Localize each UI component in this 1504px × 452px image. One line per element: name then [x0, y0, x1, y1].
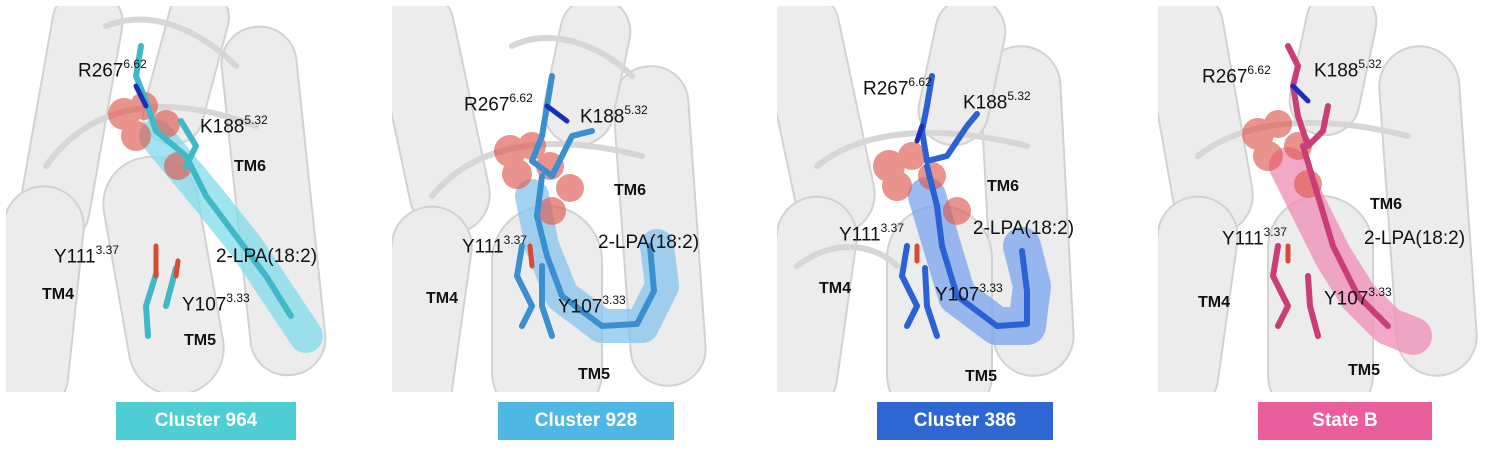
badge-cluster-928: Cluster 928 — [498, 402, 674, 440]
label-k188: K1885.32 — [580, 103, 648, 128]
label-y111: Y1113.37 — [839, 221, 904, 246]
structure-view — [6, 6, 352, 392]
label-r267: R2676.62 — [1202, 63, 1271, 88]
label-tm6: TM6 — [1370, 196, 1402, 213]
phosphate-spheres — [494, 132, 584, 225]
badge-cluster-386: Cluster 386 — [877, 402, 1053, 440]
protein-structure-image — [6, 6, 327, 392]
label-k188: K1885.32 — [200, 113, 268, 138]
label-y107: Y1073.33 — [558, 293, 626, 318]
panel-cluster-964: R2676.62 K1885.32 TM6 Y1113.37 2-LPA(18:… — [6, 0, 352, 452]
label-r267: R2676.62 — [464, 91, 533, 116]
oxygen-sticks — [153, 243, 181, 279]
helix-cartoon — [777, 6, 1075, 392]
label-tm4: TM4 — [819, 280, 851, 297]
ligand-sticks — [899, 73, 1030, 339]
label-tm5: TM5 — [1348, 362, 1380, 379]
panel-state-b: R2676.62 K1885.32 TM6 Y1113.37 2-LPA(18:… — [1158, 0, 1504, 452]
nitrogen-sticks — [133, 83, 149, 109]
structure-view — [1158, 6, 1504, 392]
oxygen-sticks — [527, 243, 535, 269]
helix-cartoon — [6, 6, 327, 392]
protein-structure-image — [777, 6, 1075, 392]
loop-cartoon — [794, 129, 1030, 269]
ligand-sticks — [1270, 43, 1391, 339]
badge-state-b: State B — [1258, 402, 1432, 440]
label-tm6: TM6 — [987, 178, 1019, 195]
nitrogen-sticks — [544, 103, 570, 124]
nitrogen-sticks — [914, 123, 925, 144]
protein-structure-image — [392, 6, 707, 392]
label-tm6: TM6 — [234, 158, 266, 175]
structure-view — [392, 6, 738, 392]
label-y107: Y1073.33 — [935, 281, 1003, 306]
label-y107: Y1073.33 — [1324, 285, 1392, 310]
label-tm6: TM6 — [614, 182, 646, 199]
label-y111: Y1113.37 — [462, 233, 527, 258]
label-r267: R2676.62 — [78, 57, 147, 82]
phosphate-spheres — [873, 142, 971, 225]
helix-cartoon — [1158, 6, 1478, 392]
label-tm4: TM4 — [426, 290, 458, 307]
label-ligand: 2-LPA(18:2) — [216, 246, 318, 267]
badge-cluster-964: Cluster 964 — [116, 402, 296, 440]
nitrogen-sticks — [1290, 83, 1311, 104]
label-tm5: TM5 — [965, 368, 997, 385]
label-ligand: 2-LPA(18:2) — [1364, 228, 1466, 249]
label-tm4: TM4 — [42, 286, 74, 303]
panel-cluster-928: R2676.62 K1885.32 TM6 2-LPA(18:2) Y1113.… — [392, 0, 738, 452]
label-tm4: TM4 — [1198, 294, 1230, 311]
label-ligand: 2-LPA(18:2) — [973, 218, 1075, 239]
label-k188: K1885.32 — [1314, 57, 1382, 82]
label-tm5: TM5 — [578, 366, 610, 383]
label-tm5: TM5 — [184, 332, 216, 349]
label-y107: Y1073.33 — [182, 291, 250, 316]
panel-cluster-386: R2676.62 K1885.32 TM6 2-LPA(18:2) Y1113.… — [777, 0, 1123, 452]
structure-view — [777, 6, 1123, 392]
label-k188: K1885.32 — [963, 89, 1031, 114]
label-y111: Y1113.37 — [1222, 225, 1287, 250]
protein-structure-image — [1158, 6, 1478, 392]
label-y111: Y1113.37 — [54, 243, 119, 268]
label-r267: R2676.62 — [863, 75, 932, 100]
label-ligand: 2-LPA(18:2) — [598, 232, 700, 253]
